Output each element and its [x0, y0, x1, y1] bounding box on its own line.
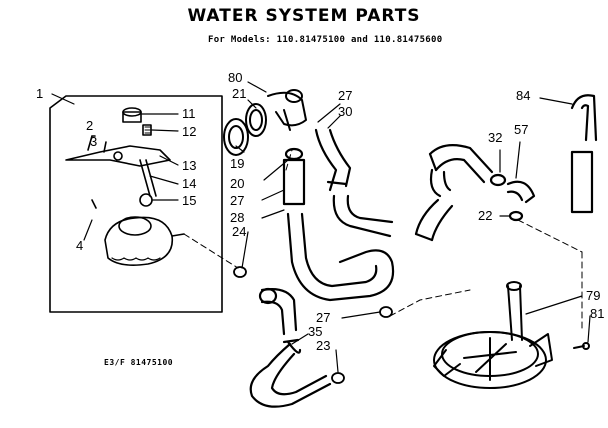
clamp-part-32	[489, 173, 507, 187]
clamp-part-24	[233, 266, 247, 278]
callout-30: 30	[338, 104, 352, 119]
callout-57: 57	[514, 122, 528, 137]
callout-14: 14	[182, 176, 196, 191]
callout-22: 22	[478, 208, 492, 223]
clamp-part-20	[284, 147, 304, 161]
spring-part-12	[142, 124, 152, 136]
elbow-part-57	[506, 180, 536, 204]
fitting-part-24	[258, 287, 278, 305]
callout-20: 20	[230, 176, 244, 191]
callout-15: 15	[182, 193, 196, 208]
callout-81: 81	[590, 306, 604, 321]
outlet-fittings	[223, 89, 307, 156]
hose-part-32	[428, 143, 494, 184]
hose-part-30	[314, 128, 352, 192]
pump-assembly-box	[49, 95, 223, 313]
clip-part-4	[91, 199, 97, 209]
pump-housing	[104, 216, 174, 266]
clamp-part-22	[508, 210, 524, 222]
callout-11: 11	[182, 106, 196, 121]
model-subtitle: For Models: 110.81475100 and 110.8147560…	[208, 35, 443, 45]
callout-27b: 27	[338, 88, 352, 103]
hose-lower-loop	[286, 212, 395, 302]
callout-12: 12	[182, 124, 196, 139]
hose-part-35	[249, 342, 332, 408]
hoses	[249, 94, 598, 408]
base-assembly-79	[433, 281, 590, 389]
pump-parts-group	[65, 107, 185, 266]
ring-part-21	[245, 103, 267, 137]
callout-79: 79	[586, 288, 600, 303]
callout-4: 4	[76, 238, 83, 253]
diagram-title: WATER SYSTEM PARTS	[187, 6, 421, 26]
clamp-part-23	[331, 372, 345, 384]
callout-24: 24	[232, 224, 246, 239]
callout-84: 84	[516, 88, 530, 103]
callout-13: 13	[182, 158, 196, 173]
ring-part-19	[223, 118, 249, 156]
callout-1: 1	[36, 86, 43, 101]
callout-80: 80	[228, 70, 242, 85]
tube-part-84-lower	[570, 150, 594, 214]
clamp-part-27-lower	[379, 306, 393, 318]
callout-32: 32	[488, 130, 502, 145]
callout-23: 23	[316, 338, 330, 353]
callout-21: 21	[232, 86, 246, 101]
callout-35: 35	[308, 324, 322, 339]
washer-part-3	[103, 141, 107, 153]
nut-part-15	[139, 193, 153, 207]
callout-28: 28	[230, 210, 244, 225]
hose-part-84	[570, 94, 598, 142]
callout-labels: 1 2 3 4 11 12 13 14 15 19 20 21 22 23 24…	[36, 70, 604, 353]
hose-part-27	[332, 194, 394, 238]
callout-27a: 27	[230, 193, 244, 208]
callout-27c: 27	[316, 310, 330, 325]
lever-part-13	[65, 145, 171, 167]
callout-19: 19	[230, 156, 244, 171]
diagram-code: E3/F 81475100	[104, 358, 174, 367]
callout-2: 2	[86, 118, 93, 133]
rod-part-14	[139, 159, 157, 197]
screw-part-2	[87, 135, 96, 151]
callout-3: 3	[90, 134, 97, 149]
cap-body-11	[122, 111, 142, 123]
leader-lines	[51, 81, 591, 373]
